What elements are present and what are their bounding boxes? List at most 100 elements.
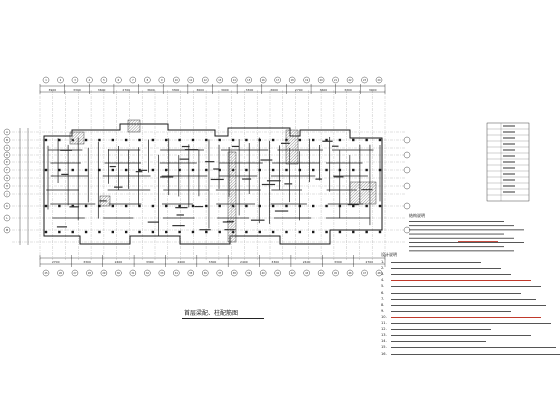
rebar-annotation	[266, 180, 281, 182]
hatched-zone	[227, 151, 237, 243]
column	[165, 138, 168, 142]
note-number: 15.	[381, 345, 387, 350]
axis-bubble-label: C	[6, 146, 8, 150]
rebar-annotation	[274, 210, 289, 212]
column	[352, 138, 355, 142]
hatched-zone	[69, 131, 85, 145]
axis-bubble-bottom	[245, 269, 252, 277]
note-number: 8.	[381, 302, 385, 307]
column	[285, 168, 288, 172]
dimension-label-bottom: 2400	[115, 260, 123, 264]
column	[378, 168, 382, 172]
rebar-annotation	[261, 183, 276, 186]
axis-bubble-label: 4	[89, 79, 91, 82]
axis-bubble-label: M	[6, 228, 8, 232]
axis-bubble-label: 47	[363, 272, 367, 275]
column	[285, 204, 288, 208]
column	[151, 168, 155, 172]
axis-bubble-label: K	[6, 204, 8, 208]
column	[124, 230, 128, 234]
column	[98, 138, 101, 142]
legend-entry	[503, 179, 515, 181]
dimension-label-top: 2700	[295, 88, 303, 92]
column	[312, 204, 315, 208]
axis-bubble-right	[403, 136, 411, 144]
axis-bubble-top	[332, 76, 339, 84]
column	[151, 138, 155, 142]
legend-entry	[503, 161, 515, 163]
column	[71, 230, 74, 234]
column	[178, 204, 181, 208]
rebar-annotation	[69, 206, 80, 208]
axis-bubble-bottom	[274, 269, 281, 277]
column	[245, 138, 248, 142]
axis-bubble-label: 36	[204, 272, 208, 275]
axis-bubble-bottom	[216, 269, 223, 277]
rebar-annotation	[184, 149, 199, 151]
rebar-annotation	[231, 145, 240, 148]
note-number: 1.	[381, 260, 385, 264]
building-outline	[43, 123, 383, 245]
axis-bubble-bottom	[288, 269, 296, 277]
dimension-label-top: 3300	[73, 88, 81, 92]
rebar-annotation	[205, 161, 215, 163]
axis-bubble-label: 20	[320, 79, 324, 82]
note-line	[391, 262, 481, 263]
column	[58, 138, 61, 142]
column	[365, 230, 368, 234]
axis-bubble-top	[245, 76, 252, 84]
note-number: 16.	[381, 351, 387, 356]
column	[165, 230, 168, 234]
note-line	[391, 316, 541, 318]
note-number: 11.	[381, 321, 387, 325]
axis-bubble-label: H	[6, 184, 8, 188]
legend-entry	[503, 131, 515, 133]
axis-bubble-top	[42, 76, 50, 84]
general-note-line	[409, 229, 524, 231]
column	[271, 230, 275, 234]
column	[98, 168, 101, 172]
general-notes-title: 结构说明	[409, 213, 425, 218]
rebar-annotation	[210, 178, 224, 181]
general-note-line	[409, 237, 514, 239]
column	[378, 138, 382, 142]
dimension-label-bottom: 2700	[52, 260, 60, 264]
column	[245, 230, 248, 234]
note-line	[391, 341, 486, 343]
rebar-annotation	[147, 221, 159, 223]
column	[44, 204, 48, 208]
note-line	[391, 304, 546, 306]
axis-bubble-right	[403, 202, 411, 210]
axis-bubble-label: 5	[103, 79, 105, 82]
column	[124, 138, 128, 142]
axis-bubble-label: 45	[334, 272, 338, 275]
rebar-annotation	[160, 176, 174, 178]
rebar-annotation	[280, 142, 290, 144]
column	[205, 230, 208, 234]
axis-bubble-left	[3, 158, 11, 166]
note-line	[391, 268, 501, 270]
axis-bubble-label: 31	[131, 272, 135, 275]
axis-bubble-top	[187, 76, 194, 84]
column	[71, 168, 74, 172]
axis-bubble-label: 43	[305, 272, 309, 275]
axis-bubble-right	[403, 182, 411, 190]
column	[58, 204, 61, 208]
column	[44, 138, 48, 142]
dimension-label-top: 3600	[196, 88, 204, 92]
axis-bubble-top	[129, 76, 137, 84]
wall-layout	[43, 123, 383, 245]
rebar-annotation	[242, 178, 252, 180]
axis-bubble-bottom	[317, 269, 325, 277]
axis-bubble-label: 9	[161, 79, 163, 82]
axis-bubble-label: 24	[377, 79, 381, 82]
dimension-label-bottom: 3300	[271, 260, 279, 264]
axis-bubble-label: 42	[291, 272, 295, 275]
design-notes-title: 设计说明	[381, 252, 397, 257]
axis-bubble-label: 39	[247, 272, 251, 275]
dimension-label-top: 3900	[221, 88, 229, 92]
axis-bubble-label: 27	[73, 272, 77, 275]
axis-bubble-bottom	[71, 269, 79, 277]
rebar-annotation	[333, 176, 344, 178]
note-number: 7.	[381, 296, 385, 301]
